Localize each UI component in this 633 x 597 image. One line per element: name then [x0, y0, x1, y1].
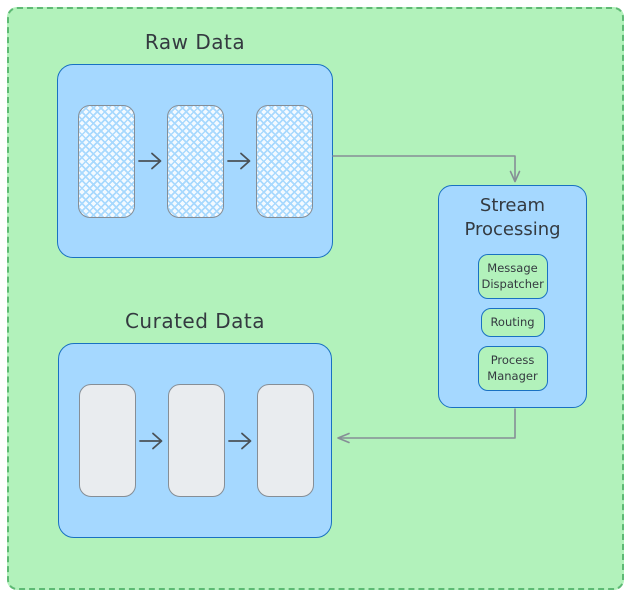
- flow-right-arrow-icon: [224, 149, 256, 173]
- stream-processing-title: Stream Processing: [464, 195, 561, 241]
- curated-data-item[interactable]: [168, 384, 225, 497]
- stream-processing-buttons: Message Dispatcher Routing Process Manag…: [477, 253, 548, 391]
- stream-processing-box[interactable]: Stream Processing Message Dispatcher Rou…: [438, 185, 587, 408]
- curated-data-label: Curated Data: [124, 309, 266, 333]
- process-manager-button[interactable]: Process Manager: [477, 345, 548, 391]
- raw-data-item[interactable]: [78, 104, 135, 218]
- message-dispatcher-button[interactable]: Message Dispatcher: [477, 253, 548, 299]
- raw-data-item[interactable]: [256, 104, 313, 218]
- routing-button[interactable]: Routing: [480, 307, 545, 337]
- curated-data-item[interactable]: [79, 384, 136, 497]
- flow-right-arrow-icon: [135, 149, 167, 173]
- flow-right-arrow-icon: [136, 429, 168, 453]
- raw-data-container[interactable]: [57, 64, 333, 258]
- raw-data-label: Raw Data: [144, 30, 246, 54]
- curated-data-container[interactable]: [58, 343, 332, 538]
- flow-right-arrow-icon: [225, 429, 257, 453]
- raw-data-item[interactable]: [167, 104, 224, 218]
- curated-data-item[interactable]: [257, 384, 314, 497]
